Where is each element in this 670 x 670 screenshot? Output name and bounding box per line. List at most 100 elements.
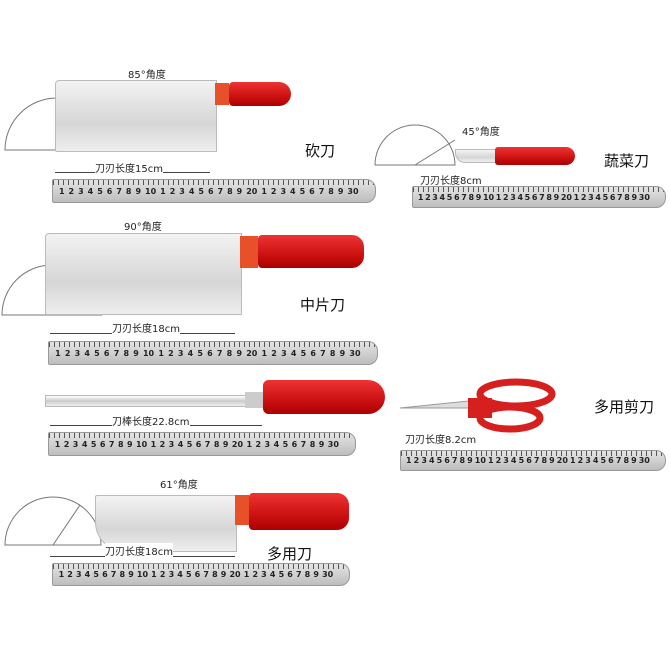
ruler-number: 6 bbox=[531, 192, 538, 202]
ruler-number: 5 bbox=[282, 439, 289, 449]
paring-knife-blade bbox=[455, 149, 497, 163]
length-label: 刀棒长度22.8cm bbox=[112, 413, 190, 428]
ruler-number: 1 bbox=[417, 192, 424, 202]
ruler-number: 7 bbox=[318, 186, 325, 196]
ruler-number: 2 bbox=[495, 456, 502, 465]
ruler-number: 30 bbox=[327, 439, 339, 449]
ruler-number: 6 bbox=[207, 186, 214, 196]
ruler-number: 7 bbox=[295, 570, 302, 579]
ruler-number: 9 bbox=[220, 570, 227, 579]
ruler-number: 9 bbox=[133, 348, 139, 358]
ruler-number: 10 bbox=[482, 192, 495, 202]
bolster bbox=[240, 236, 258, 268]
ruler-number: 3 bbox=[168, 439, 175, 449]
ruler-number: 1 bbox=[569, 456, 576, 465]
ruler-number: 1 bbox=[406, 456, 412, 465]
ruler-number: 2 bbox=[63, 439, 70, 449]
ruler-number: 7 bbox=[216, 348, 223, 358]
ruler-number: 30 bbox=[349, 348, 361, 358]
ruler-number: 9 bbox=[337, 186, 344, 196]
ruler-number: 9 bbox=[135, 186, 142, 196]
ruler-number: 2 bbox=[159, 570, 166, 579]
ruler-number: 3 bbox=[75, 570, 82, 579]
ruler-number: 10 bbox=[145, 186, 157, 196]
ruler-number: 5 bbox=[185, 570, 192, 579]
ruler-number: 10 bbox=[136, 570, 149, 579]
product-name: 多用刀 bbox=[267, 545, 313, 563]
ruler-number: 3 bbox=[74, 348, 81, 358]
ruler-number: 3 bbox=[432, 192, 438, 202]
ruler-number: 3 bbox=[510, 192, 516, 202]
ruler-number: 5 bbox=[93, 570, 99, 579]
cleaver-handle bbox=[229, 82, 291, 106]
ruler-number: 9 bbox=[553, 192, 560, 202]
angle-label: 61°角度 bbox=[160, 480, 198, 491]
ruler-number: 4 bbox=[188, 186, 195, 196]
ruler-number: 6 bbox=[194, 570, 201, 579]
ruler-number: 4 bbox=[428, 456, 435, 465]
length-label: 刀刃长度8cm bbox=[420, 172, 482, 187]
ruler-number: 8 bbox=[309, 439, 316, 449]
ruler-number: 8 bbox=[623, 456, 630, 465]
ruler-number: 6 bbox=[106, 186, 113, 196]
ruler-number: 8 bbox=[468, 192, 475, 202]
ruler-number: 4 bbox=[177, 570, 183, 579]
angle-label: 85°角度 bbox=[128, 70, 166, 81]
ruler-number: 1 bbox=[158, 348, 164, 358]
ruler-number: 9 bbox=[236, 348, 243, 358]
product-name: 中片刀 bbox=[300, 296, 346, 314]
ruler-number: 3 bbox=[280, 186, 287, 196]
ruler-number: 8 bbox=[328, 186, 334, 196]
ruler-number: 20 bbox=[246, 186, 258, 196]
ruler-number: 8 bbox=[459, 456, 466, 465]
ruler-number: 7 bbox=[617, 192, 623, 202]
ruler-number: 4 bbox=[517, 192, 524, 202]
ruler-number: 8 bbox=[541, 456, 548, 465]
ruler-number: 20 bbox=[556, 456, 568, 465]
ruler-number: 5 bbox=[90, 439, 97, 449]
steel-handle bbox=[263, 380, 385, 414]
ruler-number: 2 bbox=[270, 186, 277, 196]
ruler-number: 1 bbox=[243, 570, 250, 579]
ruler-number: 2 bbox=[64, 348, 71, 358]
ruler-number: 4 bbox=[87, 186, 94, 196]
ruler-number: 1 bbox=[160, 186, 166, 196]
steel-rod bbox=[45, 395, 247, 407]
ruler-number: 5 bbox=[602, 192, 609, 202]
ruler-number: 4 bbox=[290, 186, 296, 196]
ruler-number: 10 bbox=[136, 439, 148, 449]
ruler-number: 9 bbox=[222, 439, 229, 449]
ruler-number: 20 bbox=[229, 570, 241, 579]
ruler-number: 3 bbox=[264, 439, 271, 449]
ruler-number: 20 bbox=[560, 192, 572, 202]
protractor-icon bbox=[4, 496, 102, 546]
ruler-number: 9 bbox=[475, 192, 482, 202]
product-name: 多用剪刀 bbox=[594, 398, 655, 416]
ruler-number: 4 bbox=[84, 348, 90, 358]
ruler-number: 7 bbox=[615, 456, 622, 465]
ruler-number: 2 bbox=[577, 456, 584, 465]
ruler-number: 5 bbox=[299, 186, 306, 196]
ruler-number: 2 bbox=[159, 439, 166, 449]
utility-knife-handle bbox=[249, 493, 349, 530]
ruler-number: 10 bbox=[474, 456, 486, 465]
ruler-number: 7 bbox=[204, 439, 211, 449]
ruler-number: 4 bbox=[273, 439, 280, 449]
product-name: 砍刀 bbox=[305, 142, 336, 160]
ruler-number: 4 bbox=[269, 570, 276, 579]
ruler-number: 4 bbox=[439, 192, 446, 202]
slicer-handle bbox=[258, 235, 364, 268]
ruler-number: 3 bbox=[503, 456, 509, 465]
ruler-number: 3 bbox=[588, 192, 594, 202]
ruler-number: 6 bbox=[454, 192, 460, 202]
ruler-number: 9 bbox=[126, 439, 133, 449]
ruler-number: 3 bbox=[72, 439, 79, 449]
ruler-number: 1 bbox=[488, 456, 494, 465]
ruler-number: 7 bbox=[320, 348, 326, 358]
ruler-number: 4 bbox=[81, 439, 88, 449]
ruler-number: 20 bbox=[231, 439, 244, 449]
ruler-number: 6 bbox=[444, 456, 450, 465]
